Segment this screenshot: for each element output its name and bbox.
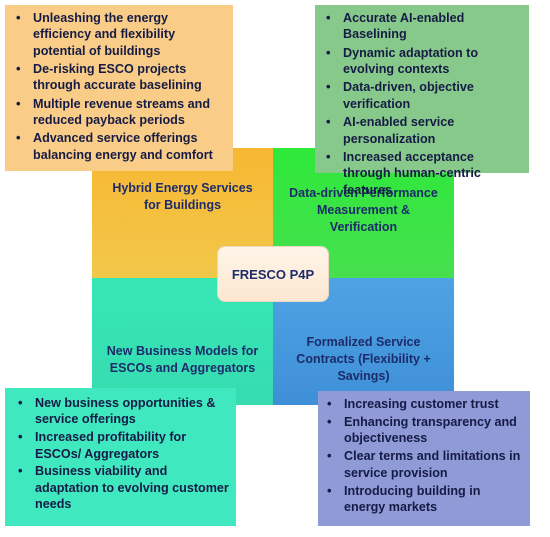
list-item: De-risking ESCO projects through accurat… (16, 61, 227, 94)
list-item: Data-driven, objective verification (326, 79, 523, 112)
list-item: Accurate AI-enabled Baselining (326, 10, 523, 43)
benefits-box-top-left: Unleashing the energy efficiency and fle… (5, 5, 233, 171)
list-item: Advanced service offerings balancing ene… (16, 130, 227, 163)
list-item: Business viability and adaptation to evo… (18, 463, 230, 512)
list-item: Unleashing the energy efficiency and fle… (16, 10, 227, 59)
quadrant-label: Hybrid Energy Services for Buildings (112, 181, 253, 212)
list-item: Introducing building in energy markets (327, 483, 524, 516)
list-item: Multiple revenue streams and reduced pay… (16, 96, 227, 129)
quadrant-label: Formalized Service Contracts (Flexibilit… (296, 335, 431, 383)
list-item: New business opportunities & service off… (18, 395, 230, 428)
quadrant-label: New Business Models for ESCOs and Aggreg… (106, 344, 259, 375)
list-item: Increased acceptance through human-centr… (326, 149, 523, 198)
benefits-box-top-right: Accurate AI-enabled Baselining Dynamic a… (315, 5, 529, 197)
center-label: FRESCO P4P (231, 266, 315, 282)
list-item: AI-enabled service personalization (326, 114, 523, 147)
benefits-box-bottom-left: New business opportunities & service off… (5, 388, 236, 526)
benefits-box-bottom-right: Increasing customer trust Enhancing tran… (318, 391, 530, 526)
list-item: Increased profitability for ESCOs/ Aggre… (18, 429, 230, 462)
list-item: Increasing customer trust (327, 396, 524, 413)
list-item: Enhancing transparency and objectiveness (327, 414, 524, 447)
center-label-box: FRESCO P4P (218, 247, 328, 301)
list-item: Clear terms and limitations in service p… (327, 448, 524, 481)
list-item: Dynamic adaptation to evolving contexts (326, 45, 523, 78)
